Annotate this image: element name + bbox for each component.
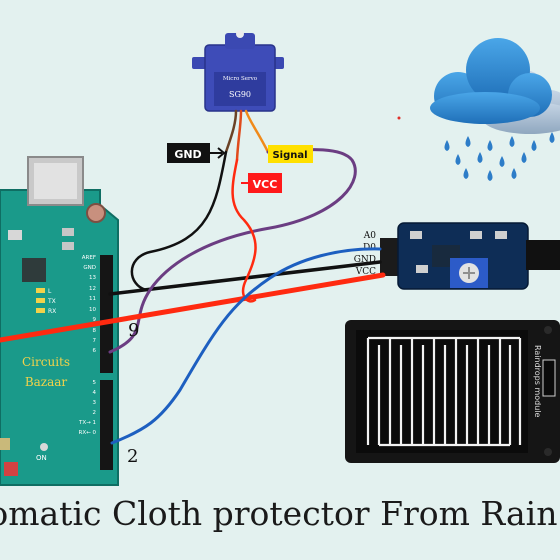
servo-brand: Micro Servo (223, 76, 258, 82)
svg-text:Signal: Signal (272, 150, 307, 161)
sensor-pin-gnd: GND (354, 255, 376, 265)
servo-lead-brown (224, 109, 238, 154)
header-pin-label: 9 (93, 317, 97, 323)
header-pin-label: 11 (89, 296, 96, 302)
sensor-pin-vcc: VCC (355, 267, 376, 277)
servo-motor: Micro Servo SG90 (192, 30, 284, 112)
pin2-callout: 2 (127, 446, 138, 467)
header-pin-label: 3 (93, 400, 97, 406)
led-label-l: L (48, 288, 52, 295)
digital-header-upper (100, 255, 113, 373)
rain-sensor-module: A0 D0 GND VCC (354, 222, 560, 290)
header-pin-label: 12 (89, 286, 96, 292)
header-pin-label: 4 (93, 390, 97, 396)
header-pin-labels: AREF GND 13 12 11 10 9 8 7 6 5 4 3 2TX→ 1 RX← 0 (78, 255, 96, 436)
wire-gnd-black (130, 150, 228, 292)
header-pin-label: 2 (93, 410, 97, 416)
label-signal: Signal (268, 145, 313, 163)
servo-lead-orange (244, 109, 270, 154)
reset-button (86, 203, 106, 223)
header-pin-label: GND (83, 265, 96, 271)
wire-gnd-rail (108, 260, 382, 296)
header-pin-label: 13 (89, 275, 96, 281)
led-label-tx: TX (47, 298, 56, 305)
rain-cloud-icon (397, 38, 560, 181)
header-pin-label: 10 (89, 307, 96, 313)
servo-lead-red (235, 109, 243, 162)
board-brand-line2: Bazaar (25, 375, 68, 389)
header-pin-label: 6 (93, 348, 97, 354)
wires (0, 109, 386, 445)
label-gnd: GND (167, 143, 226, 163)
header-pin-label: RX← 0 (79, 430, 97, 436)
page-caption: Automatic Cloth protector From Rain Prot… (0, 488, 560, 548)
servo-model: SG90 (229, 90, 251, 99)
caption-text: Automatic Cloth protector From Rain Prot… (0, 494, 560, 533)
raindrop-sensor-plate: Raindrops module (345, 320, 560, 463)
header-pin-label: AREF (82, 255, 96, 261)
wire-vcc-red-main (0, 272, 386, 343)
led-label-rx: RX (48, 308, 56, 315)
status-leds: L TX RX (36, 288, 56, 315)
digital-header-lower (100, 380, 113, 470)
svg-text:GND: GND (174, 148, 201, 161)
board-brand-line1: Circuits (22, 355, 70, 369)
pin9-callout: 9 (128, 320, 139, 341)
arduino-board: L TX RX ON AREF GND 13 12 11 10 9 8 7 6 5 4 3 2TX→ 1 R… (0, 156, 119, 486)
header-pin-label: 8 (93, 328, 97, 334)
raindrops-module-label: Raindrops module (533, 345, 542, 418)
svg-text:VCC: VCC (253, 178, 278, 191)
raindrops-icon (444, 132, 555, 181)
header-pin-label: 7 (93, 338, 97, 344)
header-pin-label: TX→ 1 (78, 420, 96, 426)
header-pin-label: 5 (93, 380, 97, 386)
wire-d0-blue (110, 247, 382, 445)
on-label: ON (36, 454, 47, 462)
wire-signal-purple (108, 148, 357, 354)
sensor-pin-a0: A0 (363, 231, 376, 241)
label-vcc: VCC (241, 173, 282, 193)
